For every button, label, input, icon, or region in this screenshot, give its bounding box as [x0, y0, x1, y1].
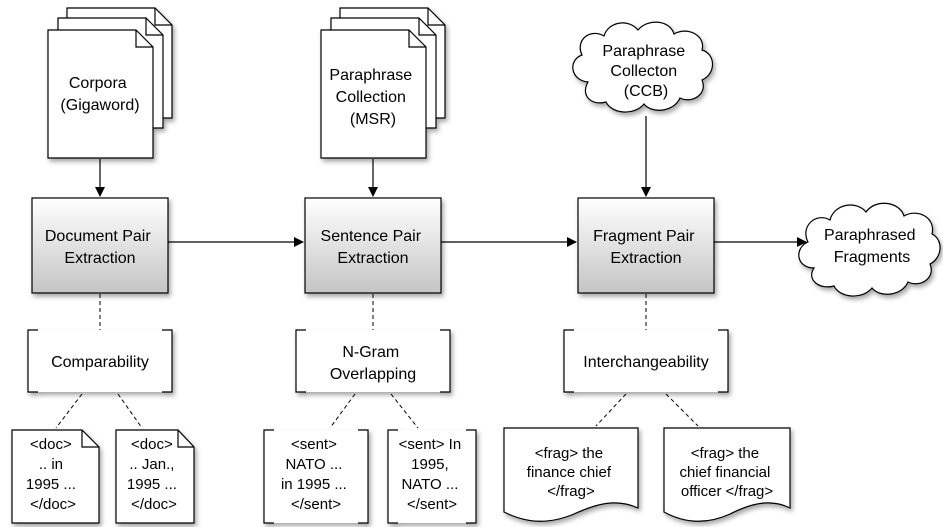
example-doc1-line-3: 1995 ... — [26, 476, 76, 493]
example-doc1-text: <doc> .. in 1995 ... </doc> — [26, 436, 80, 513]
stage-document-line-1: Document Pair — [45, 228, 151, 245]
source-corpora-line-2: (Gigaword) — [60, 97, 139, 114]
stage-fragment-label: Fragment Pair Extraction — [593, 228, 699, 267]
criterion-ngram-box — [295, 329, 451, 393]
source-ccb-line-3: (CCB) — [624, 83, 668, 100]
example-doc2-line-4: </doc> — [131, 496, 177, 513]
example-sent1-line-2: NATO ... — [285, 456, 342, 473]
dash-comparability-to-doc2 — [117, 393, 143, 429]
dash-interchangeability-to-frag2 — [665, 393, 699, 427]
example-frag1-line-3: </frag> — [547, 483, 595, 500]
criterion-comparability-label: Comparability — [51, 354, 149, 371]
example-sent2-line-1: <sent> In — [399, 436, 462, 453]
example-frag2-line-1: <frag> the — [691, 445, 759, 462]
example-frag2-text: <frag> the chief financial officer </fra… — [679, 445, 774, 500]
stage-sentence-label: Sentence Pair Extraction — [321, 228, 426, 267]
example-doc1-line-2: .. in — [39, 456, 63, 473]
source-corpora-label: Corpora (Gigaword) — [60, 75, 139, 114]
example-frag1-line-2: finance chief — [527, 464, 612, 481]
example-doc1-page — [11, 429, 100, 524]
example-frag2-line-2: chief financial — [679, 464, 770, 481]
source-msr-stack — [320, 7, 446, 159]
stage-fragment-box — [577, 197, 715, 294]
source-ccb-line-1: Paraphrase — [602, 43, 685, 60]
source-corpora-line-1: Corpora — [69, 75, 127, 92]
stage-document-box — [31, 197, 169, 294]
criterion-ngram-line-1: N-Gram — [342, 344, 399, 361]
example-sent2-box — [387, 429, 477, 524]
example-frag1-text: <frag> the finance chief </frag> — [527, 445, 615, 500]
source-ccb-line-2: Collecton — [610, 63, 677, 80]
example-sent1-text: <sent> NATO ... in 1995 ... </sent> — [281, 436, 351, 513]
stage-fragment-line-2: Extraction — [610, 250, 681, 267]
criterion-ngram-label: N-Gram Overlapping — [330, 344, 416, 383]
criterion-comparability-box — [27, 329, 173, 393]
output-line-2: Fragments — [834, 249, 910, 266]
example-frag2-line-3: officer </frag> — [681, 483, 774, 500]
stage-sentence-line-2: Extraction — [337, 250, 408, 267]
example-sent1-line-3: in 1995 ... — [281, 476, 347, 493]
example-doc2-page — [115, 429, 195, 524]
dash-comparability-to-doc1 — [55, 393, 83, 429]
source-corpora-stack — [47, 7, 173, 159]
example-sent2-line-4: </sent> — [407, 496, 457, 513]
source-msr-line-2: Collection — [336, 89, 406, 106]
example-doc2-line-2: .. Jan., — [129, 456, 174, 473]
output-cloud — [798, 202, 941, 297]
source-ccb-label: Paraphrase Collecton (CCB) — [602, 43, 689, 100]
example-sent1-line-1: <sent> — [291, 436, 337, 453]
criterion-ngram-line-2: Overlapping — [330, 366, 416, 383]
example-doc2-text: <doc> .. Jan., 1995 ... </doc> — [127, 436, 181, 513]
dash-interchangeability-to-frag1 — [595, 393, 627, 427]
source-msr-label: Paraphrase Collection (MSR) — [329, 67, 416, 128]
example-sent2-line-3: NATO ... — [401, 476, 458, 493]
criterion-interchangeability-box — [563, 329, 729, 393]
stage-document-label: Document Pair Extraction — [45, 228, 155, 267]
stage-fragment-line-1: Fragment Pair — [593, 228, 695, 245]
source-msr-line-1: Paraphrase — [329, 67, 412, 84]
output-label: Paraphrased Fragments — [824, 227, 920, 266]
stage-sentence-line-1: Sentence Pair — [321, 228, 422, 245]
dash-ngram-to-sent1 — [329, 393, 356, 429]
example-doc2-line-1: <doc> — [131, 436, 173, 453]
example-sent2-text: <sent> In 1995, NATO ... </sent> — [399, 436, 466, 513]
stage-sentence-box — [304, 197, 442, 294]
source-msr-line-3: (MSR) — [350, 111, 396, 128]
example-doc1-line-4: </doc> — [30, 496, 76, 513]
example-doc1-line-1: <doc> — [30, 436, 72, 453]
example-frag1-page — [503, 427, 639, 522]
example-sent2-line-2: 1995, — [411, 456, 449, 473]
stage-document-line-2: Extraction — [64, 250, 135, 267]
example-frag1-line-1: <frag> the — [535, 445, 603, 462]
example-frag2-page — [663, 427, 791, 522]
dash-ngram-to-sent2 — [390, 393, 419, 429]
criterion-interchangeability-label: Interchangeability — [583, 354, 708, 371]
example-sent1-box — [263, 429, 369, 524]
example-sent1-line-4: </sent> — [291, 496, 341, 513]
output-line-1: Paraphrased — [824, 227, 916, 244]
example-doc2-line-3: 1995 ... — [127, 476, 177, 493]
source-ccb-cloud — [572, 21, 714, 113]
